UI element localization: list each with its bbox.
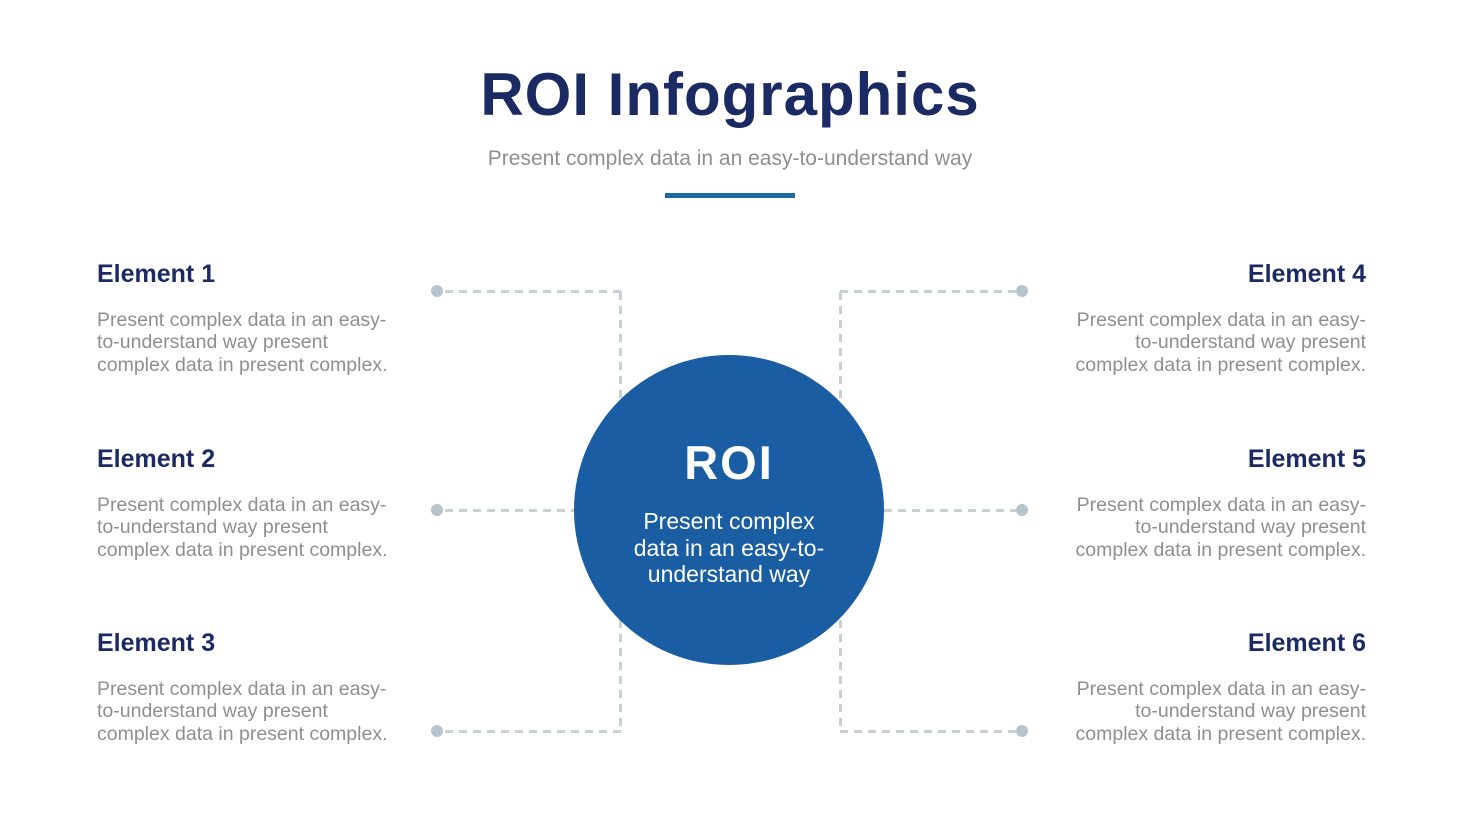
element-1-title: Element 1 <box>97 260 216 288</box>
connector-dot-icon <box>431 285 443 297</box>
element-6-description: Present complex data in an easy- to-unde… <box>1075 678 1366 745</box>
center-roi-circle: ROI Present complex data in an easy-to- … <box>574 355 884 665</box>
connector-vline <box>619 292 622 402</box>
element-6-title: Element 6 <box>1247 629 1366 657</box>
connector-dot-icon <box>1016 285 1028 297</box>
element-5-title: Element 5 <box>1247 445 1366 473</box>
element-2-block: Element 2 Present complex data in an eas… <box>97 445 417 561</box>
connector-hline <box>445 290 622 293</box>
element-1-description: Present complex data in an easy- to-unde… <box>97 309 388 376</box>
connector-hline <box>445 730 622 733</box>
page-title: ROI Infographics <box>480 61 980 128</box>
element-3-title: Element 3 <box>97 629 216 657</box>
element-4-description: Present complex data in an easy- to-unde… <box>1075 309 1366 376</box>
connector-vline <box>839 620 842 730</box>
circle-title: ROI <box>684 436 774 489</box>
circle-description: Present complex data in an easy-to- unde… <box>633 508 825 587</box>
title-accent-line <box>665 193 795 198</box>
element-3-description: Present complex data in an easy- to-unde… <box>97 678 388 745</box>
element-5-block: Element 5 Present complex data in an eas… <box>1046 445 1366 561</box>
element-6-block: Element 6 Present complex data in an eas… <box>1046 629 1366 745</box>
connector-dot-icon <box>431 725 443 737</box>
connector-hline <box>884 509 1016 512</box>
element-2-title: Element 2 <box>97 445 216 473</box>
connector-dot-icon <box>1016 504 1028 516</box>
connector-vline <box>839 292 842 402</box>
element-3-block: Element 3 Present complex data in an eas… <box>97 629 417 745</box>
connector-hline <box>840 730 1016 733</box>
page-subtitle: Present complex data in an easy-to-under… <box>487 147 973 170</box>
connector-hline <box>445 509 577 512</box>
element-1-block: Element 1 Present complex data in an eas… <box>97 260 417 376</box>
element-4-title: Element 4 <box>1247 260 1366 288</box>
connector-vline <box>619 620 622 730</box>
element-2-description: Present complex data in an easy- to-unde… <box>97 494 388 561</box>
element-5-description: Present complex data in an easy- to-unde… <box>1075 494 1366 561</box>
connector-dot-icon <box>1016 725 1028 737</box>
element-4-block: Element 4 Present complex data in an eas… <box>1046 260 1366 376</box>
connector-hline <box>840 290 1016 293</box>
connector-dot-icon <box>431 504 443 516</box>
